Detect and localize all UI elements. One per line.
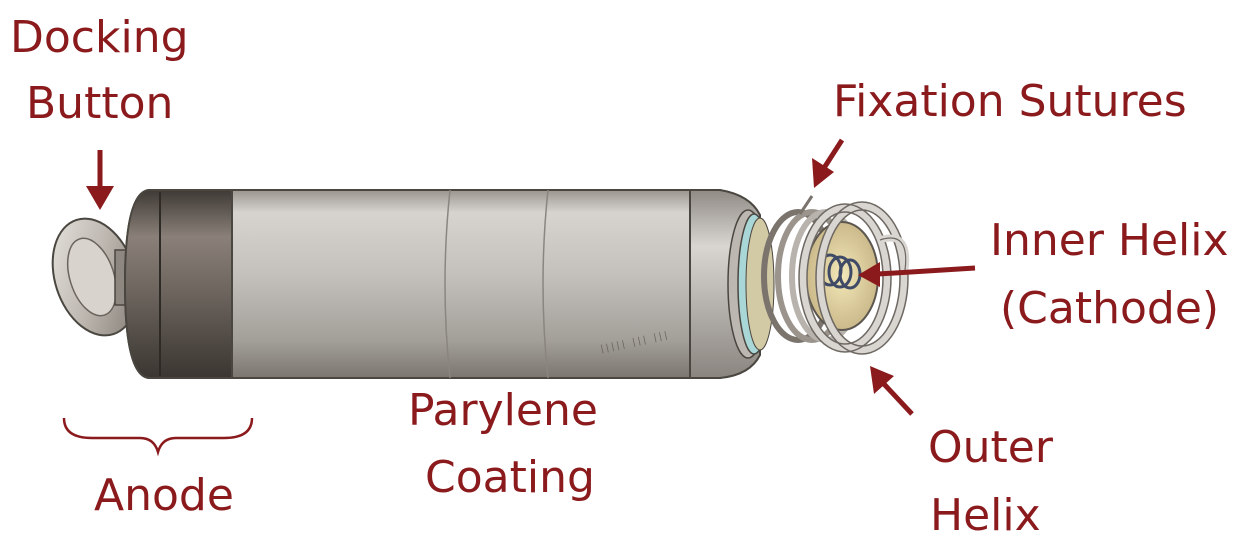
outer-helix-arrow — [870, 366, 914, 416]
helix-assembly — [761, 195, 910, 355]
label-docking-line1: Docking — [10, 12, 189, 63]
docking-button-shape — [51, 217, 151, 337]
label-parylene: Parylene — [408, 385, 598, 436]
label-inner-helix: Inner Helix — [990, 215, 1229, 266]
label-anode: Anode — [94, 470, 234, 521]
inner-helix-arrow — [858, 262, 976, 287]
callout-arrows — [86, 138, 976, 416]
label-fixation-sutures: Fixation Sutures — [833, 76, 1187, 127]
docking-button-arrow — [86, 150, 114, 210]
end-cap — [689, 189, 775, 379]
label-outer: Outer — [928, 422, 1053, 473]
label-cathode: (Cathode) — [1000, 283, 1220, 334]
label-docking-line2: Button — [26, 78, 174, 129]
fixation-sutures-arrow — [812, 138, 845, 188]
anode-brace — [62, 417, 254, 457]
device-body: ||||| ||| ||| — [123, 189, 721, 379]
label-coating: Coating — [425, 452, 595, 503]
label-helix: Helix — [930, 490, 1041, 541]
